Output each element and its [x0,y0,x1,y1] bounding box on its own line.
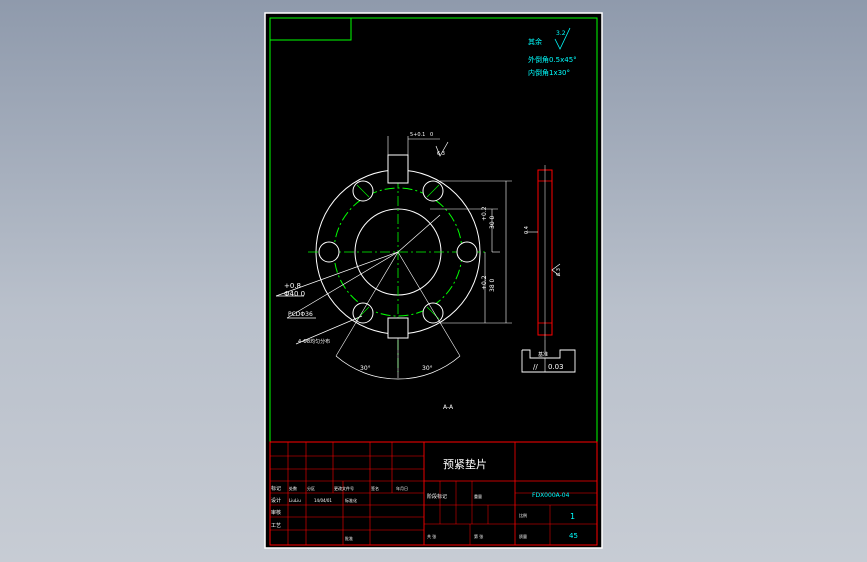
flatness-value: 0.03 [548,363,564,371]
thickness-tol: 0.4 [524,226,530,234]
leader-diag [397,214,441,253]
label-revise: 标记 [271,485,281,492]
side-roughness: 6.3 [556,268,562,276]
leader-bore [275,251,399,297]
label-ratio: 比例 [519,512,527,518]
leader-holes [295,315,363,345]
label-sheet-no: 第 张 [474,533,483,539]
bore-tol: +0.8 [284,282,301,290]
slot-roughness-symbol [435,141,449,157]
scale-value: 1 [570,512,575,521]
bolt-hole [318,241,340,263]
finish-roughness: 3.2 [556,30,566,37]
datum-frame [521,349,576,373]
side-view [521,165,576,373]
outer-chamfer-note: 外倒角0.5x45° [528,55,577,64]
pcd-value: 38 0 [489,278,496,292]
bore-tol-upper: +0.2 [481,206,488,221]
slot-width-tol: 0 [430,132,433,138]
roughness-symbol [554,27,571,50]
label-approve: 批准 [345,535,353,541]
label-weight: 重量 [474,493,482,499]
leader-pcd [286,251,399,319]
title-block [269,441,598,546]
designer-name: LiuLiu [289,498,301,503]
bore-value: 30 0 [489,215,496,229]
finish-note-label: 其余 [528,37,542,46]
label-standardize: 标准化 [345,497,357,503]
angle-left: 30° [360,365,371,372]
drawing-sheet [264,12,603,549]
slot-roughness: 6.3 [437,151,445,157]
part-name: 预紧垫片 [443,457,487,471]
angle-right: 30° [422,365,433,372]
label-zone: 分区 [307,485,315,491]
label-count: 处数 [289,485,297,491]
section-label: A-A [443,404,454,411]
pcd-label: PCDΦ36 [288,311,313,318]
top-slot [387,154,409,184]
bottom-slot [387,317,409,339]
label-process: 工艺 [271,523,281,529]
finish-note: 其余 3.2 外倒角0.5x45° 内倒角1x30° [528,27,577,77]
design-date: 14/04/01 [314,498,332,503]
bolt-hole [456,241,478,263]
bore-diameter: Φ40 0 [284,290,305,298]
flatness-symbol: // [533,363,538,371]
label-date: 年月日 [396,485,408,491]
label-sheets-total: 共 张 [427,533,436,539]
material-value: 45 [569,532,578,540]
side-roughness-symbol [551,263,561,277]
slot-width-dim: 5+0.1 [410,132,425,138]
label-design: 设计 [271,497,281,504]
label-doc-no: 更改文件号 [334,485,354,491]
label-mass: 质量 [519,533,527,539]
drawing-number: FDX000A-04 [532,492,570,499]
pcd-tol-upper: +0.2 [481,275,488,290]
front-view [275,136,512,380]
inner-chamfer-note: 内倒角1x30° [528,68,570,77]
label-check: 审核 [271,509,281,516]
datum-box-label: 基准 [538,351,548,358]
angle-sector [335,355,461,380]
label-stage-mark: 阶段标记 [427,493,447,500]
label-sign: 签名 [371,485,379,491]
holes-label: 4-Φ8均匀分布 [298,338,330,345]
code-box [269,17,352,41]
